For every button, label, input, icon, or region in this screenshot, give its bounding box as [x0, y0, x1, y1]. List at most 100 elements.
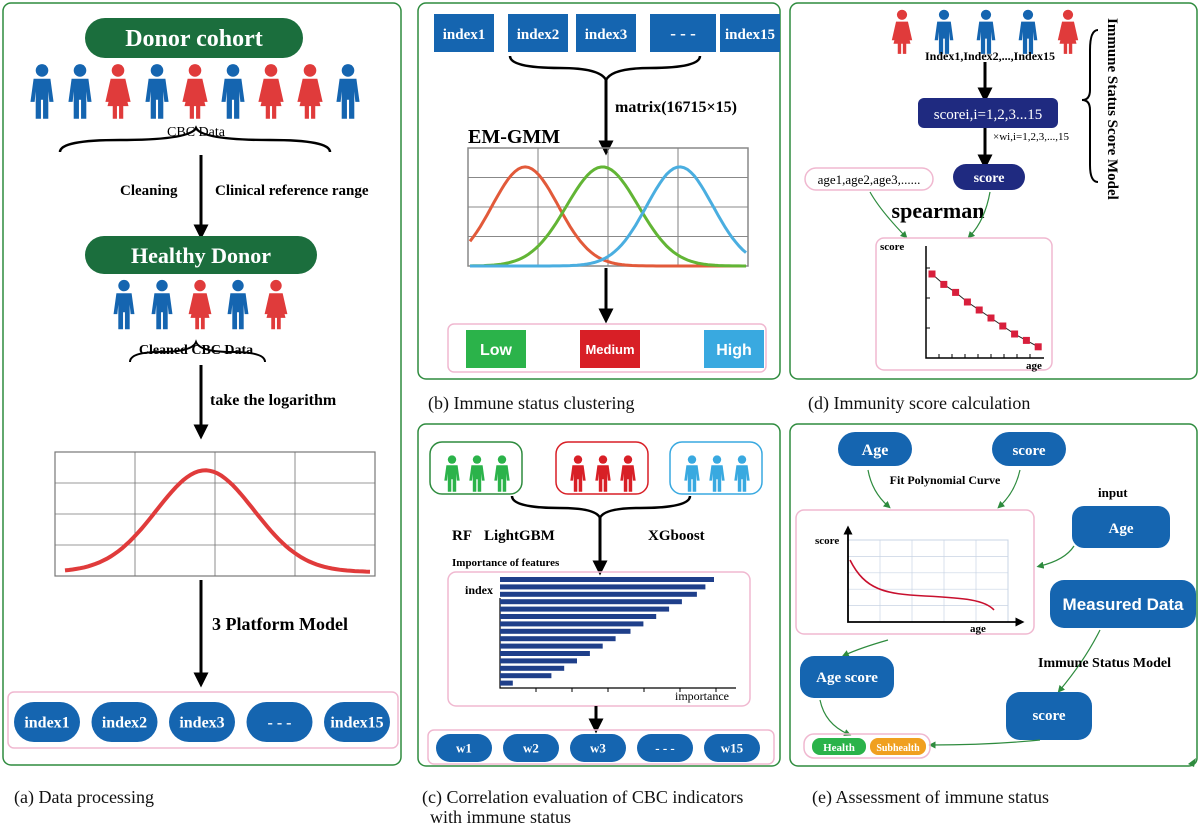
male-person-icon	[684, 455, 700, 492]
scorei-label: scorei,i=1,2,3...15	[934, 107, 1042, 123]
subhealth-badge	[870, 738, 926, 755]
weights-label: ×wi,i=1,2,3,...,15	[993, 131, 1069, 143]
arrow-input-to-plot	[1036, 545, 1075, 569]
importance-bar	[500, 651, 590, 656]
spearman-plot-frame	[875, 237, 1053, 371]
fitted-curve-plot	[843, 525, 1025, 627]
index-pill	[704, 734, 760, 762]
index-pill-label: w3	[590, 741, 606, 756]
index-box-label: index3	[585, 27, 628, 43]
female-person-icon	[891, 9, 913, 54]
group-people-icons	[444, 455, 750, 492]
index-pill-label: index2	[102, 715, 147, 732]
index-box	[720, 14, 780, 52]
male-person-icon	[145, 64, 169, 119]
em-gmm-label: EM-GMM	[468, 126, 560, 148]
spearman-axes	[925, 246, 1044, 359]
age-score-box	[800, 656, 894, 698]
arrow-ages-to-plot	[869, 191, 908, 239]
spearman-point	[963, 298, 971, 306]
healthy-brace	[129, 339, 266, 363]
medium-group-frame	[555, 441, 649, 495]
score-pill-label: score	[974, 171, 1005, 186]
female-person-icon	[188, 279, 212, 330]
index-pill-label: w1	[456, 741, 472, 756]
high-box	[704, 330, 764, 368]
input-label: input	[1098, 485, 1128, 500]
spearman-scatter-plot	[925, 246, 1044, 359]
input-age-box	[1072, 506, 1170, 548]
index-box-label: index15	[725, 27, 775, 43]
lightgbm-label: LightGBM	[484, 528, 555, 544]
index-box	[576, 14, 636, 52]
male-person-icon	[934, 9, 954, 54]
importance-bar-chart	[499, 577, 736, 692]
ages-box	[804, 167, 934, 191]
health-label: Health	[823, 742, 855, 754]
caption-e: (e) Assessment of immune status	[812, 787, 1049, 807]
male-person-icon	[444, 455, 460, 492]
index-box	[508, 14, 568, 52]
index-pill-label: w15	[721, 741, 744, 756]
take-log-label: take the logarithm	[210, 392, 337, 409]
cluster-row-frame	[447, 323, 767, 373]
platform-model-label: 3 Platform Model	[212, 614, 348, 634]
measured-data-label: Measured Data	[1063, 595, 1184, 614]
panel-a-frame	[2, 2, 402, 766]
female-person-icon	[1057, 9, 1079, 54]
importance-bar	[500, 606, 670, 612]
female-person-icon	[258, 64, 284, 119]
importance-frame	[447, 571, 751, 707]
medium-box	[580, 330, 640, 368]
importance-bar	[500, 591, 697, 597]
index-pill	[436, 734, 492, 762]
age-pill	[838, 432, 912, 466]
male-person-icon	[227, 279, 249, 330]
input-age-label: Age	[1109, 521, 1134, 537]
spearman-label: spearman	[892, 198, 985, 223]
male-person-icon	[1018, 9, 1038, 54]
gmm-component-curve	[468, 165, 746, 268]
male-person-icon	[595, 455, 611, 492]
cohort-brace	[58, 125, 332, 153]
index-pill	[246, 702, 313, 742]
scorei-box	[918, 98, 1058, 128]
spearman-point	[1022, 336, 1030, 344]
male-person-icon	[113, 279, 135, 330]
index-box	[650, 14, 716, 52]
healthy-donor-label: Healthy Donor	[131, 243, 271, 268]
group-brace	[510, 495, 692, 522]
index-box-label: index1	[443, 27, 486, 43]
index-pill-label: index15	[330, 715, 383, 732]
fit-axes	[843, 525, 1025, 627]
index-box-label: index2	[517, 27, 560, 43]
caption-c-line2: with immune status	[430, 807, 571, 827]
donor-people-icons	[891, 9, 1079, 54]
clinical-range-label: Clinical reference range	[215, 183, 369, 199]
arrow-agescore-to-result	[819, 699, 852, 736]
spearman-point	[975, 306, 983, 314]
spearman-point	[928, 270, 936, 278]
spearman-point	[1034, 343, 1042, 351]
score-pill-e-label: score	[1012, 443, 1045, 459]
subhealth-label: Subhealth	[876, 743, 920, 754]
healthy-donor-badge	[85, 236, 317, 274]
spearman-point	[999, 322, 1007, 330]
male-person-icon	[469, 455, 485, 492]
arrow-plot-to-agescore	[841, 639, 889, 657]
arrow-score-to-result	[928, 739, 1041, 749]
importance-bar	[500, 621, 644, 627]
high-label: High	[716, 342, 752, 359]
female-person-icon	[264, 279, 288, 330]
donor-cohort-label: Donor cohort	[125, 26, 263, 52]
matrix-label: matrix(16715×15)	[615, 99, 737, 116]
importance-bar	[500, 614, 657, 619]
index-pill	[503, 734, 559, 762]
donor-cohort-badge	[85, 18, 303, 58]
male-person-icon	[709, 455, 725, 492]
importance-bar	[500, 599, 682, 605]
gmm-component-curve	[470, 165, 747, 268]
importance-bar	[500, 643, 603, 649]
spearman-point	[1011, 330, 1019, 338]
